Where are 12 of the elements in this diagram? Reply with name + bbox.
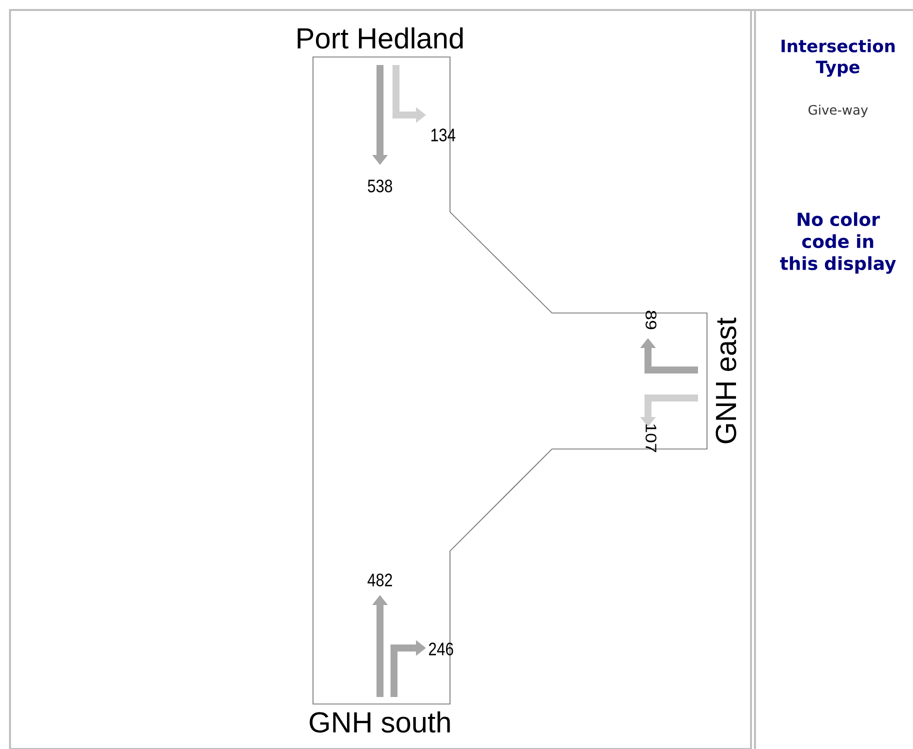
volume-label: 107	[646, 424, 656, 452]
road-name: GNH east	[716, 318, 736, 444]
volume-label: 134	[431, 128, 456, 142]
road-name: Port Hedland	[298, 27, 463, 49]
road-name: GNH south	[310, 711, 450, 733]
panel-note: No color code in this display	[780, 212, 896, 274]
volume-label: 246	[429, 642, 454, 656]
panel-heading: Intersection Type	[782, 39, 895, 77]
volume-label: 89	[646, 310, 656, 330]
volume-label: 538	[368, 180, 392, 192]
intersection-type-value: Give-way	[808, 104, 868, 118]
volume-label: 482	[368, 574, 392, 586]
